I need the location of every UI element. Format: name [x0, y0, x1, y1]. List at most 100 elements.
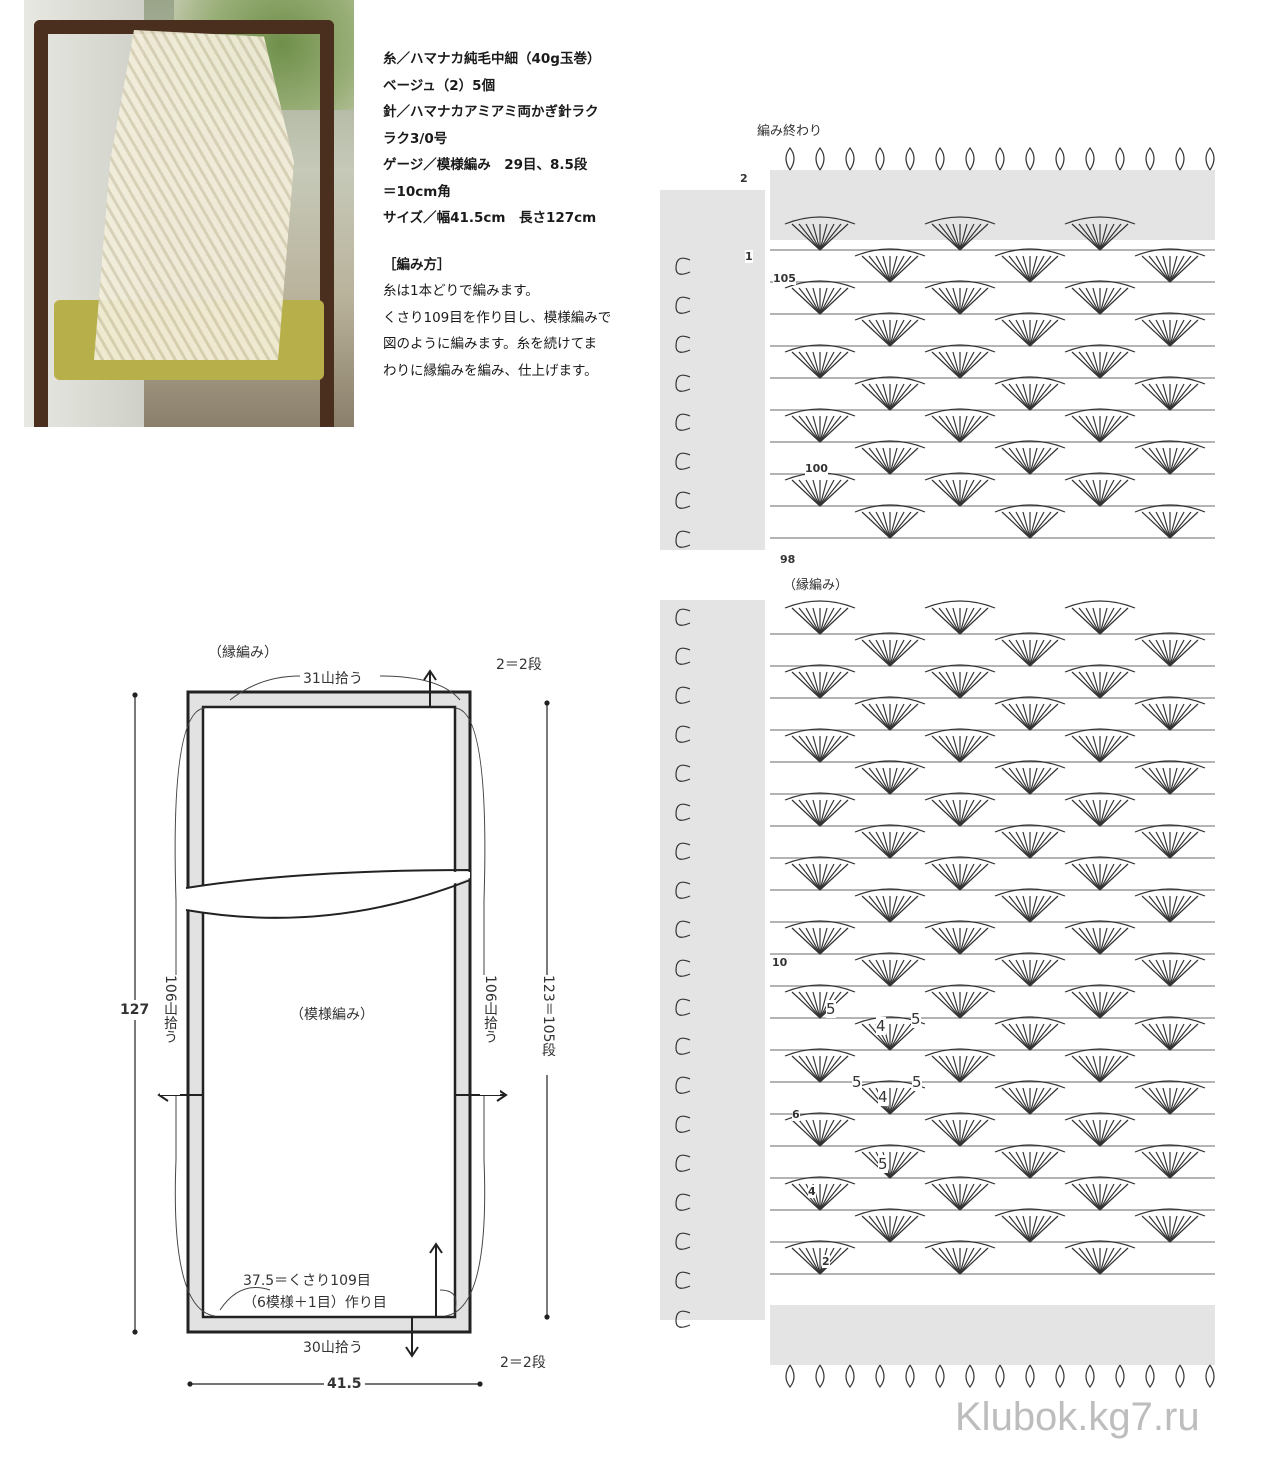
stitch-mark [1029, 511, 1038, 539]
stitch-mark [959, 671, 989, 699]
chain-arc [1064, 280, 1136, 289]
stitch-mark [1001, 511, 1031, 539]
stitch-mark [889, 319, 912, 347]
stitch-mark [1029, 959, 1059, 987]
stitch-mark [819, 1183, 849, 1211]
stitch-mark [959, 351, 968, 379]
stitch-mark [1141, 703, 1171, 731]
stitch-mark [1085, 863, 1101, 891]
stitch-mark [1148, 1023, 1171, 1051]
left-pickup-label: 106山拾う [160, 975, 180, 1095]
chain-arc [784, 792, 856, 801]
stitch-mark [819, 1055, 849, 1083]
stitch-mark [1078, 415, 1101, 443]
chain-arc [854, 248, 926, 257]
stitch-mark [819, 607, 849, 635]
stitch-mark [805, 287, 821, 315]
chain-arc [784, 984, 856, 993]
shawl-photo [24, 0, 354, 427]
stitch-mark [819, 287, 828, 315]
stitch-mark [889, 383, 912, 411]
stitch-mark [805, 671, 821, 699]
stitch-mark [1099, 1247, 1115, 1275]
stitch-mark [1071, 991, 1101, 1019]
stitch-mark [1141, 511, 1171, 539]
stitch-mark [1085, 223, 1101, 251]
stitch-mark [819, 799, 842, 827]
chain-arc [994, 760, 1066, 769]
stitch-mark [798, 351, 821, 379]
chain-arc [854, 1208, 926, 1217]
chain-arc [854, 440, 926, 449]
picot-mark [675, 1076, 691, 1094]
stitch-mark [1008, 1215, 1031, 1243]
stitch-mark [1029, 1023, 1059, 1051]
stitch-mark [959, 1183, 968, 1211]
stitch-mark [1015, 831, 1031, 859]
stitch-mark [1169, 1151, 1192, 1179]
stitch-mark [1162, 767, 1171, 795]
stitch-mark [959, 479, 982, 507]
stitch-mark [889, 639, 912, 667]
picot-mark [675, 530, 691, 548]
stitch-mark [1169, 831, 1185, 859]
stitch-mark [1029, 1087, 1052, 1115]
stitch-mark [1169, 831, 1199, 859]
chain-arc [854, 696, 926, 705]
stitch-mark [1099, 735, 1115, 763]
stitch-mark [791, 1247, 821, 1275]
stitch-mark [805, 991, 821, 1019]
watermark: Klubok.kg7.ru [955, 1395, 1200, 1439]
picot-mark [675, 452, 691, 470]
stitch-mark [1092, 991, 1101, 1019]
stitch-mark [1169, 895, 1185, 923]
stitch-mark [959, 991, 975, 1019]
stitch-mark [805, 1119, 821, 1147]
stitch-mark [889, 1023, 898, 1051]
stitch-mark [882, 319, 891, 347]
instruction-line: 糸は1本どりで編みます。 [383, 283, 539, 299]
stitch-mark [1155, 1087, 1171, 1115]
stitch-mark [1085, 735, 1101, 763]
stitch-mark [1099, 671, 1129, 699]
stitch-mark [1169, 1087, 1185, 1115]
stitch-mark [1099, 863, 1115, 891]
stitch-mark [1169, 383, 1185, 411]
stitch-mark [959, 991, 982, 1019]
stitch-mark [1092, 1183, 1101, 1211]
stitch-mark [959, 607, 968, 635]
stitch-mark [1071, 927, 1101, 955]
stitch-mark [959, 1247, 989, 1275]
stitch-mark [1162, 383, 1171, 411]
stitch-mark [1169, 255, 1185, 283]
stitch-mark [1008, 703, 1031, 731]
stitch-mark [861, 1087, 891, 1115]
stitch-mark [1078, 991, 1101, 1019]
stitch-mark [1022, 703, 1031, 731]
picot-mark [675, 1115, 691, 1133]
stitch-mark [1099, 1247, 1122, 1275]
stitch-mark [875, 511, 891, 539]
picot-mark [675, 803, 691, 821]
chain-arc [784, 1176, 856, 1185]
repeat-number-label: 5 [911, 1010, 921, 1028]
stitch-mark [1071, 607, 1101, 635]
stitch-mark [959, 799, 989, 827]
picot-mark [785, 147, 795, 171]
stitch-mark [959, 863, 975, 891]
chain-arc [1134, 952, 1206, 961]
stitch-mark [1099, 287, 1122, 315]
stitch-mark [819, 863, 835, 891]
chain-arc [924, 664, 996, 673]
stitch-mark [1029, 1215, 1038, 1243]
stitch-mark [1022, 959, 1031, 987]
stitch-mark [1155, 255, 1171, 283]
stitch-mark [938, 799, 961, 827]
stitch-mark [1015, 1215, 1031, 1243]
stitch-mark [1022, 255, 1031, 283]
stitch-mark [1169, 447, 1199, 475]
stitch-mark [882, 255, 891, 283]
stitch-mark [1078, 1055, 1101, 1083]
stitch-mark [959, 351, 975, 379]
stitch-mark [1155, 319, 1171, 347]
